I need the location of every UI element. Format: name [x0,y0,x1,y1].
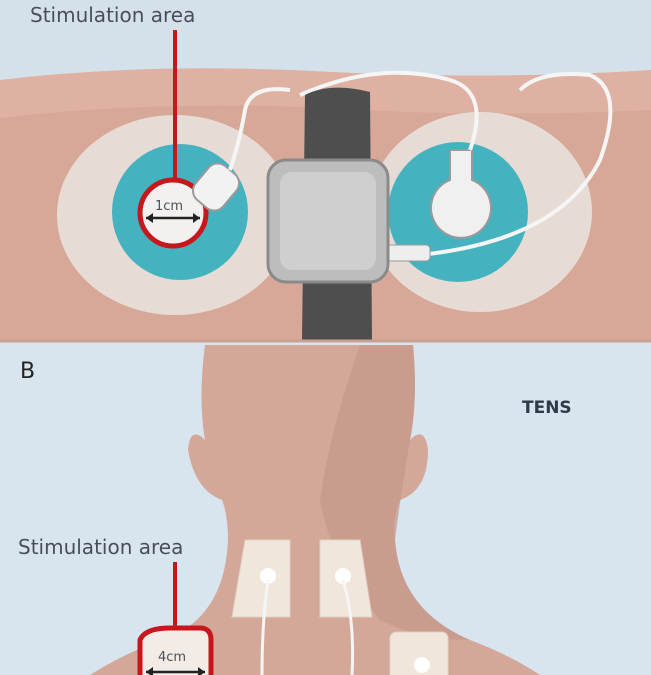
right-snap-connector [430,149,492,239]
stimulation-label-a: Stimulation area [30,3,195,27]
electrode-pad-3 [389,631,449,675]
head-and-neck [90,345,540,675]
stimulation-area-4cm [137,625,214,675]
left-snap-connector [191,162,241,212]
size-label-1cm: 1cm [155,199,183,214]
wire-right [299,70,613,257]
panel-a: Stimulation area 1cm [0,3,651,340]
wire-left [228,87,291,171]
electrode-wires [260,579,355,675]
stimulation-label-b: Stimulation area [18,535,183,559]
panel-letter-b: B [20,359,35,384]
size-label-4cm: 4cm [158,650,186,665]
tens-label: TENS [522,398,572,418]
panel-b: B TENS Stimulation area 4cm [0,339,651,675]
